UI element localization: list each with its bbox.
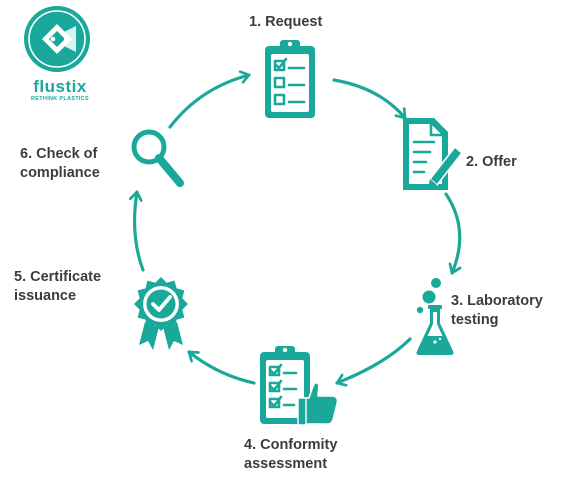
step-label-laboratory-testing: 3. Laboratory testing xyxy=(451,292,543,330)
step-label-offer: 2. Offer xyxy=(466,153,517,172)
clipboard-thumbs-up-icon xyxy=(260,346,339,426)
arrow-request-to-offer xyxy=(332,78,407,120)
step-label-line: 5. Certificate xyxy=(14,269,102,285)
step-label-certificate-issuance: 5. Certificate issuance xyxy=(14,268,101,306)
step-label-line: compliance xyxy=(20,165,100,181)
brand-tagline: RETHINK PLASTICS xyxy=(31,96,89,102)
arrow-offer-to-testing xyxy=(444,192,460,275)
step-label-line: 4. Conformity xyxy=(244,437,338,453)
step-label-line: 1. Request xyxy=(249,14,323,30)
step-label-request: 1. Request xyxy=(249,13,322,32)
step-label-line: 3. Laboratory xyxy=(451,293,543,309)
step-label-line: issuance xyxy=(14,288,77,304)
document-pen-icon xyxy=(403,118,463,190)
magnifying-glass-icon xyxy=(131,129,184,187)
step-label-line: 2. Offer xyxy=(466,154,517,170)
certificate-badge-icon xyxy=(134,277,188,350)
arrow-certificate-to-check xyxy=(135,190,145,272)
step-label-line: 6. Check of xyxy=(20,146,98,162)
clipboard-checklist-icon xyxy=(265,40,315,118)
step-label-line: assessment xyxy=(244,456,328,472)
arrow-testing-to-conformity xyxy=(335,337,412,383)
step-label-line: testing xyxy=(451,312,499,328)
flask-icon xyxy=(416,278,454,355)
arrow-conformity-to-certificate xyxy=(187,350,256,385)
arrow-check-to-request xyxy=(168,75,251,129)
cycle-arrows xyxy=(135,75,460,383)
flustix-logo xyxy=(24,6,90,72)
brand-name: flustix xyxy=(33,77,87,96)
step-label-check-of-compliance: 6. Check of compliance xyxy=(20,145,100,183)
step-label-conformity-assessment: 4. Conformity assessment xyxy=(244,436,337,474)
